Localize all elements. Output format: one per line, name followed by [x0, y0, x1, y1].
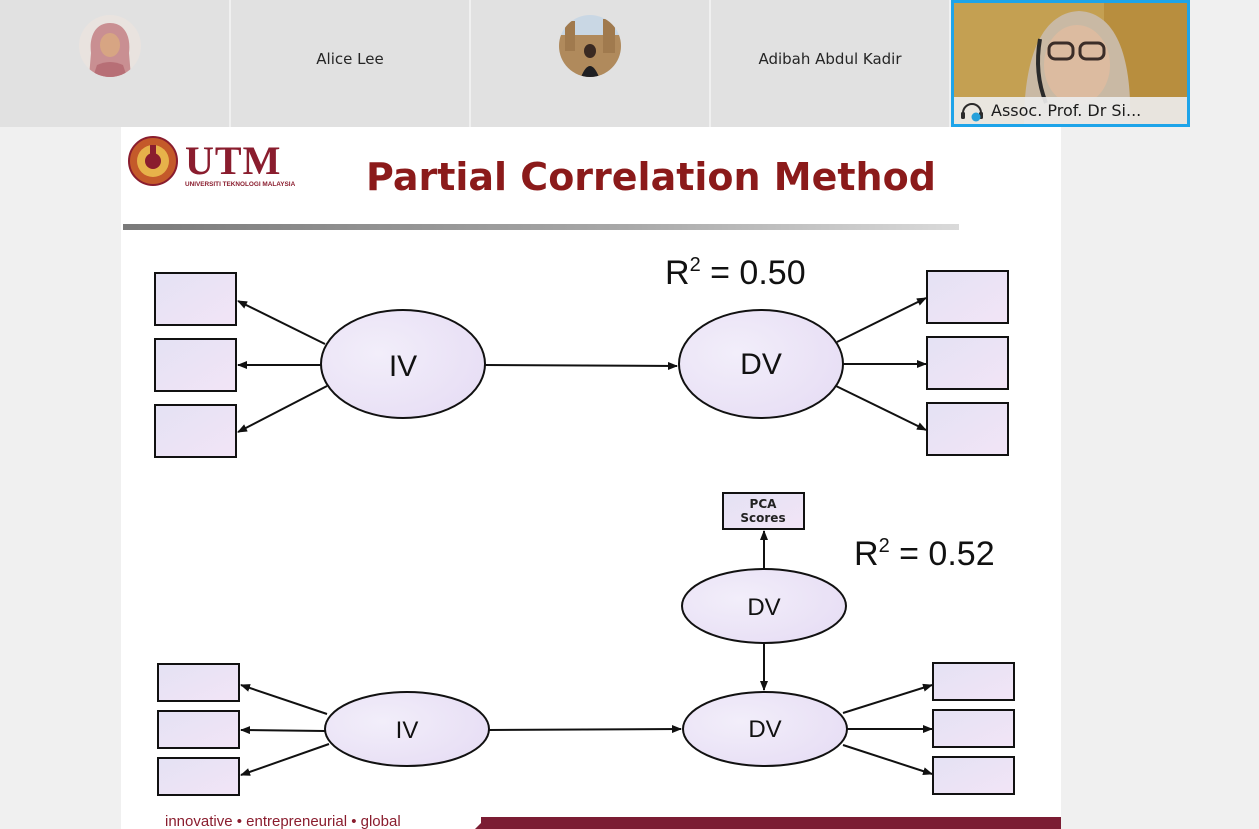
- dv-upper-label: DV: [747, 594, 780, 621]
- shared-slide: UTM UNIVERSITI TEKNOLOGI MALAYSIA Partia…: [121, 127, 1061, 829]
- iv-indicator-box: [154, 338, 237, 392]
- iv-indicator-box: [157, 757, 240, 796]
- logo-wordmark: UTM: [185, 138, 282, 183]
- iv-indicator-box: [157, 710, 240, 749]
- dv-lower-label: DV: [748, 716, 781, 743]
- dv-indicator-box: [932, 662, 1015, 701]
- headset-icon: [961, 102, 983, 121]
- participant-tile-2[interactable]: Alice Lee: [231, 0, 469, 127]
- iv-indicator-box: [157, 663, 240, 702]
- participant-avatar: [79, 15, 141, 77]
- top-diagram: R2 = 0.50 IV DV: [154, 254, 1009, 458]
- loading-arrow: [842, 683, 933, 714]
- speaker-name: Assoc. Prof. Dr Si...: [991, 101, 1142, 120]
- iv-node-label: IV: [396, 717, 419, 744]
- loading-arrow: [842, 744, 933, 776]
- loading-arrow: [237, 385, 328, 433]
- iv-indicator-box: [154, 272, 237, 326]
- participant-tile-3[interactable]: [471, 0, 709, 127]
- dv-indicator-box: [926, 336, 1009, 390]
- dv-node-label: DV: [740, 348, 782, 381]
- bottom-diagram: R2 = 0.52 PCA Scores DV IV DV: [157, 492, 1015, 796]
- dv-indicator-box: [932, 709, 1015, 748]
- scores-label: Scores: [740, 511, 785, 525]
- utm-logo: UTM UNIVERSITI TEKNOLOGI MALAYSIA: [127, 135, 295, 188]
- participant-name: Adibah Abdul Kadir: [758, 50, 902, 68]
- footer-bar: [481, 817, 1061, 829]
- pca-label: PCA: [750, 497, 778, 511]
- participant-strip: Alice Lee Adibah Abdul Kadir: [0, 0, 1259, 127]
- logo-subtext: UNIVERSITI TEKNOLOGI MALAYSIA: [185, 181, 296, 188]
- loading-arrow: [240, 684, 328, 715]
- correlation-diagram: R2 = 0.50 IV DV R2 = 0.52: [154, 254, 1015, 796]
- path-arrow: [484, 361, 678, 370]
- participant-avatar: [559, 15, 621, 77]
- slide-title: Partial Correlation Method: [366, 155, 936, 199]
- dv-indicator-box: [932, 756, 1015, 795]
- active-speaker-tile[interactable]: Assoc. Prof. Dr Si...: [951, 0, 1190, 127]
- participant-name: Alice Lee: [316, 50, 384, 68]
- iv-node-label: IV: [389, 350, 417, 383]
- loading-arrow: [835, 385, 927, 431]
- participant-tile-4[interactable]: Adibah Abdul Kadir: [711, 0, 949, 127]
- bottom-r2-label: R2 = 0.52: [854, 535, 995, 573]
- slide-footer: innovative • entrepreneurial • global: [165, 813, 401, 829]
- path-arrow: [488, 725, 682, 734]
- loading-arrow: [240, 743, 330, 776]
- dv-indicator-box: [926, 270, 1009, 324]
- loading-arrow: [240, 726, 326, 735]
- dv-indicator-box: [926, 402, 1009, 456]
- title-rule: [123, 224, 959, 230]
- top-r2-label: R2 = 0.50: [665, 254, 806, 292]
- speaker-label: Assoc. Prof. Dr Si...: [954, 97, 1187, 124]
- pca-scores-box: [722, 492, 805, 530]
- loading-arrow: [237, 300, 326, 345]
- iv-indicator-box: [154, 404, 237, 458]
- utm-crest-icon: [128, 136, 178, 186]
- loading-arrow: [836, 297, 927, 343]
- participant-tile-1[interactable]: [0, 0, 229, 127]
